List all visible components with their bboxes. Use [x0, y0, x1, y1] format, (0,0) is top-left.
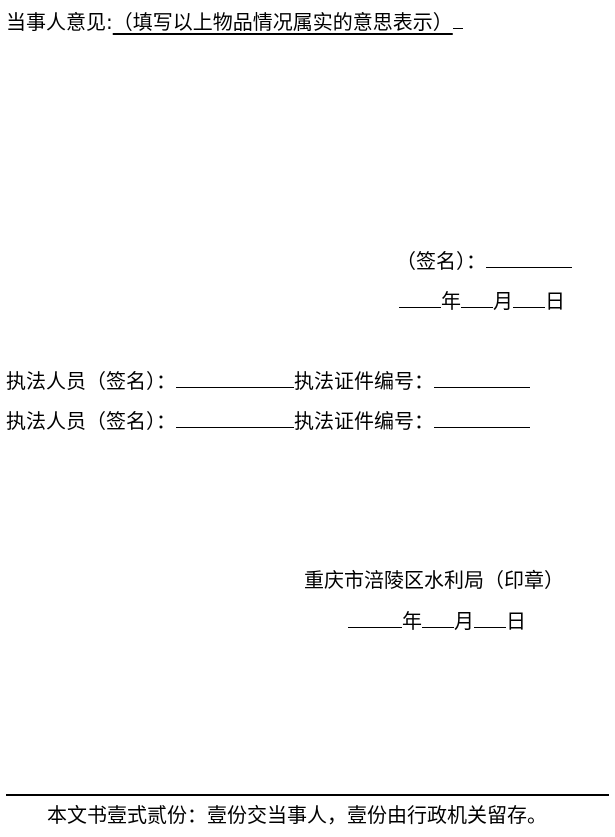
agency-day-label: 日 [506, 609, 526, 633]
party-signature-label: （签名）： [396, 249, 486, 273]
opinion-hint-tail [452, 8, 463, 29]
officer-cert-label: 执法证件编号： [294, 369, 434, 393]
officer-cert-blank[interactable] [434, 367, 530, 388]
agency-year-label: 年 [402, 609, 422, 633]
party-month-label: 月 [493, 289, 513, 313]
party-signature-line: （签名）： [396, 247, 572, 274]
footer-note: 本文书壹式贰份：壹份交当事人，壹份由行政机关留存。 [47, 803, 547, 827]
officer-signature-label: 执法人员（签名）： [6, 409, 176, 433]
officer-cert-blank[interactable] [434, 407, 530, 428]
party-year-label: 年 [441, 289, 461, 313]
footer-divider [6, 794, 609, 796]
agency-year-blank[interactable] [348, 607, 402, 628]
officer-cert-label: 执法证件编号： [294, 409, 434, 433]
opinion-label: 当事人意见: [6, 10, 113, 34]
agency-month-label: 月 [454, 609, 474, 633]
agency-month-blank[interactable] [422, 607, 454, 628]
party-day-blank[interactable] [513, 287, 545, 308]
officer-signature-label: 执法人员（签名）： [6, 369, 176, 393]
party-signature-blank[interactable] [486, 247, 572, 268]
party-year-blank[interactable] [399, 287, 441, 308]
party-date-line: 年月日 [399, 287, 565, 314]
agency-name: 重庆市涪陵区水利局（印章） [304, 568, 564, 592]
officer-signature-blank[interactable] [176, 367, 294, 388]
party-day-label: 日 [545, 289, 565, 313]
officer-row: 执法人员（签名）： 执法证件编号： [6, 367, 530, 394]
agency-date-line: 年月日 [348, 607, 526, 634]
officer-signature-blank[interactable] [176, 407, 294, 428]
party-month-blank[interactable] [461, 287, 493, 308]
opinion-line: 当事人意见:（填写以上物品情况属实的意思表示） [6, 8, 463, 35]
agency-day-blank[interactable] [474, 607, 506, 628]
opinion-hint: （填写以上物品情况属实的意思表示） [112, 10, 453, 34]
officer-row: 执法人员（签名）： 执法证件编号： [6, 407, 530, 434]
